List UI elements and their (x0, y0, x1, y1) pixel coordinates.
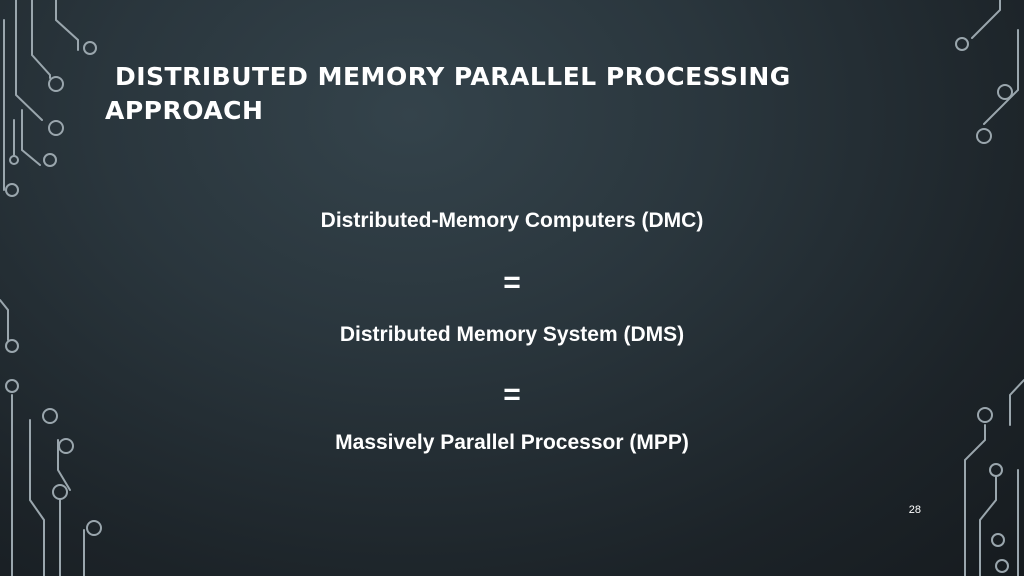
equals-sign: = (503, 378, 521, 411)
equals-sign: = (503, 266, 521, 299)
dmc-term: Distributed-Memory Computers (DMC) (320, 209, 704, 232)
slide-title: DISTRIBUTED MEMORY PARALLEL PROCESSING A… (105, 60, 865, 128)
dms-term: Distributed Memory System (DMS) (339, 323, 685, 346)
page-number: 28 (908, 504, 921, 516)
slide-title-line-1: DISTRIBUTED MEMORY PARALLEL PROCESSING (115, 62, 791, 91)
mpp-term: Massively Parallel Processor (MPP) (335, 431, 689, 454)
slide-title-line-2: APPROACH (105, 96, 264, 125)
